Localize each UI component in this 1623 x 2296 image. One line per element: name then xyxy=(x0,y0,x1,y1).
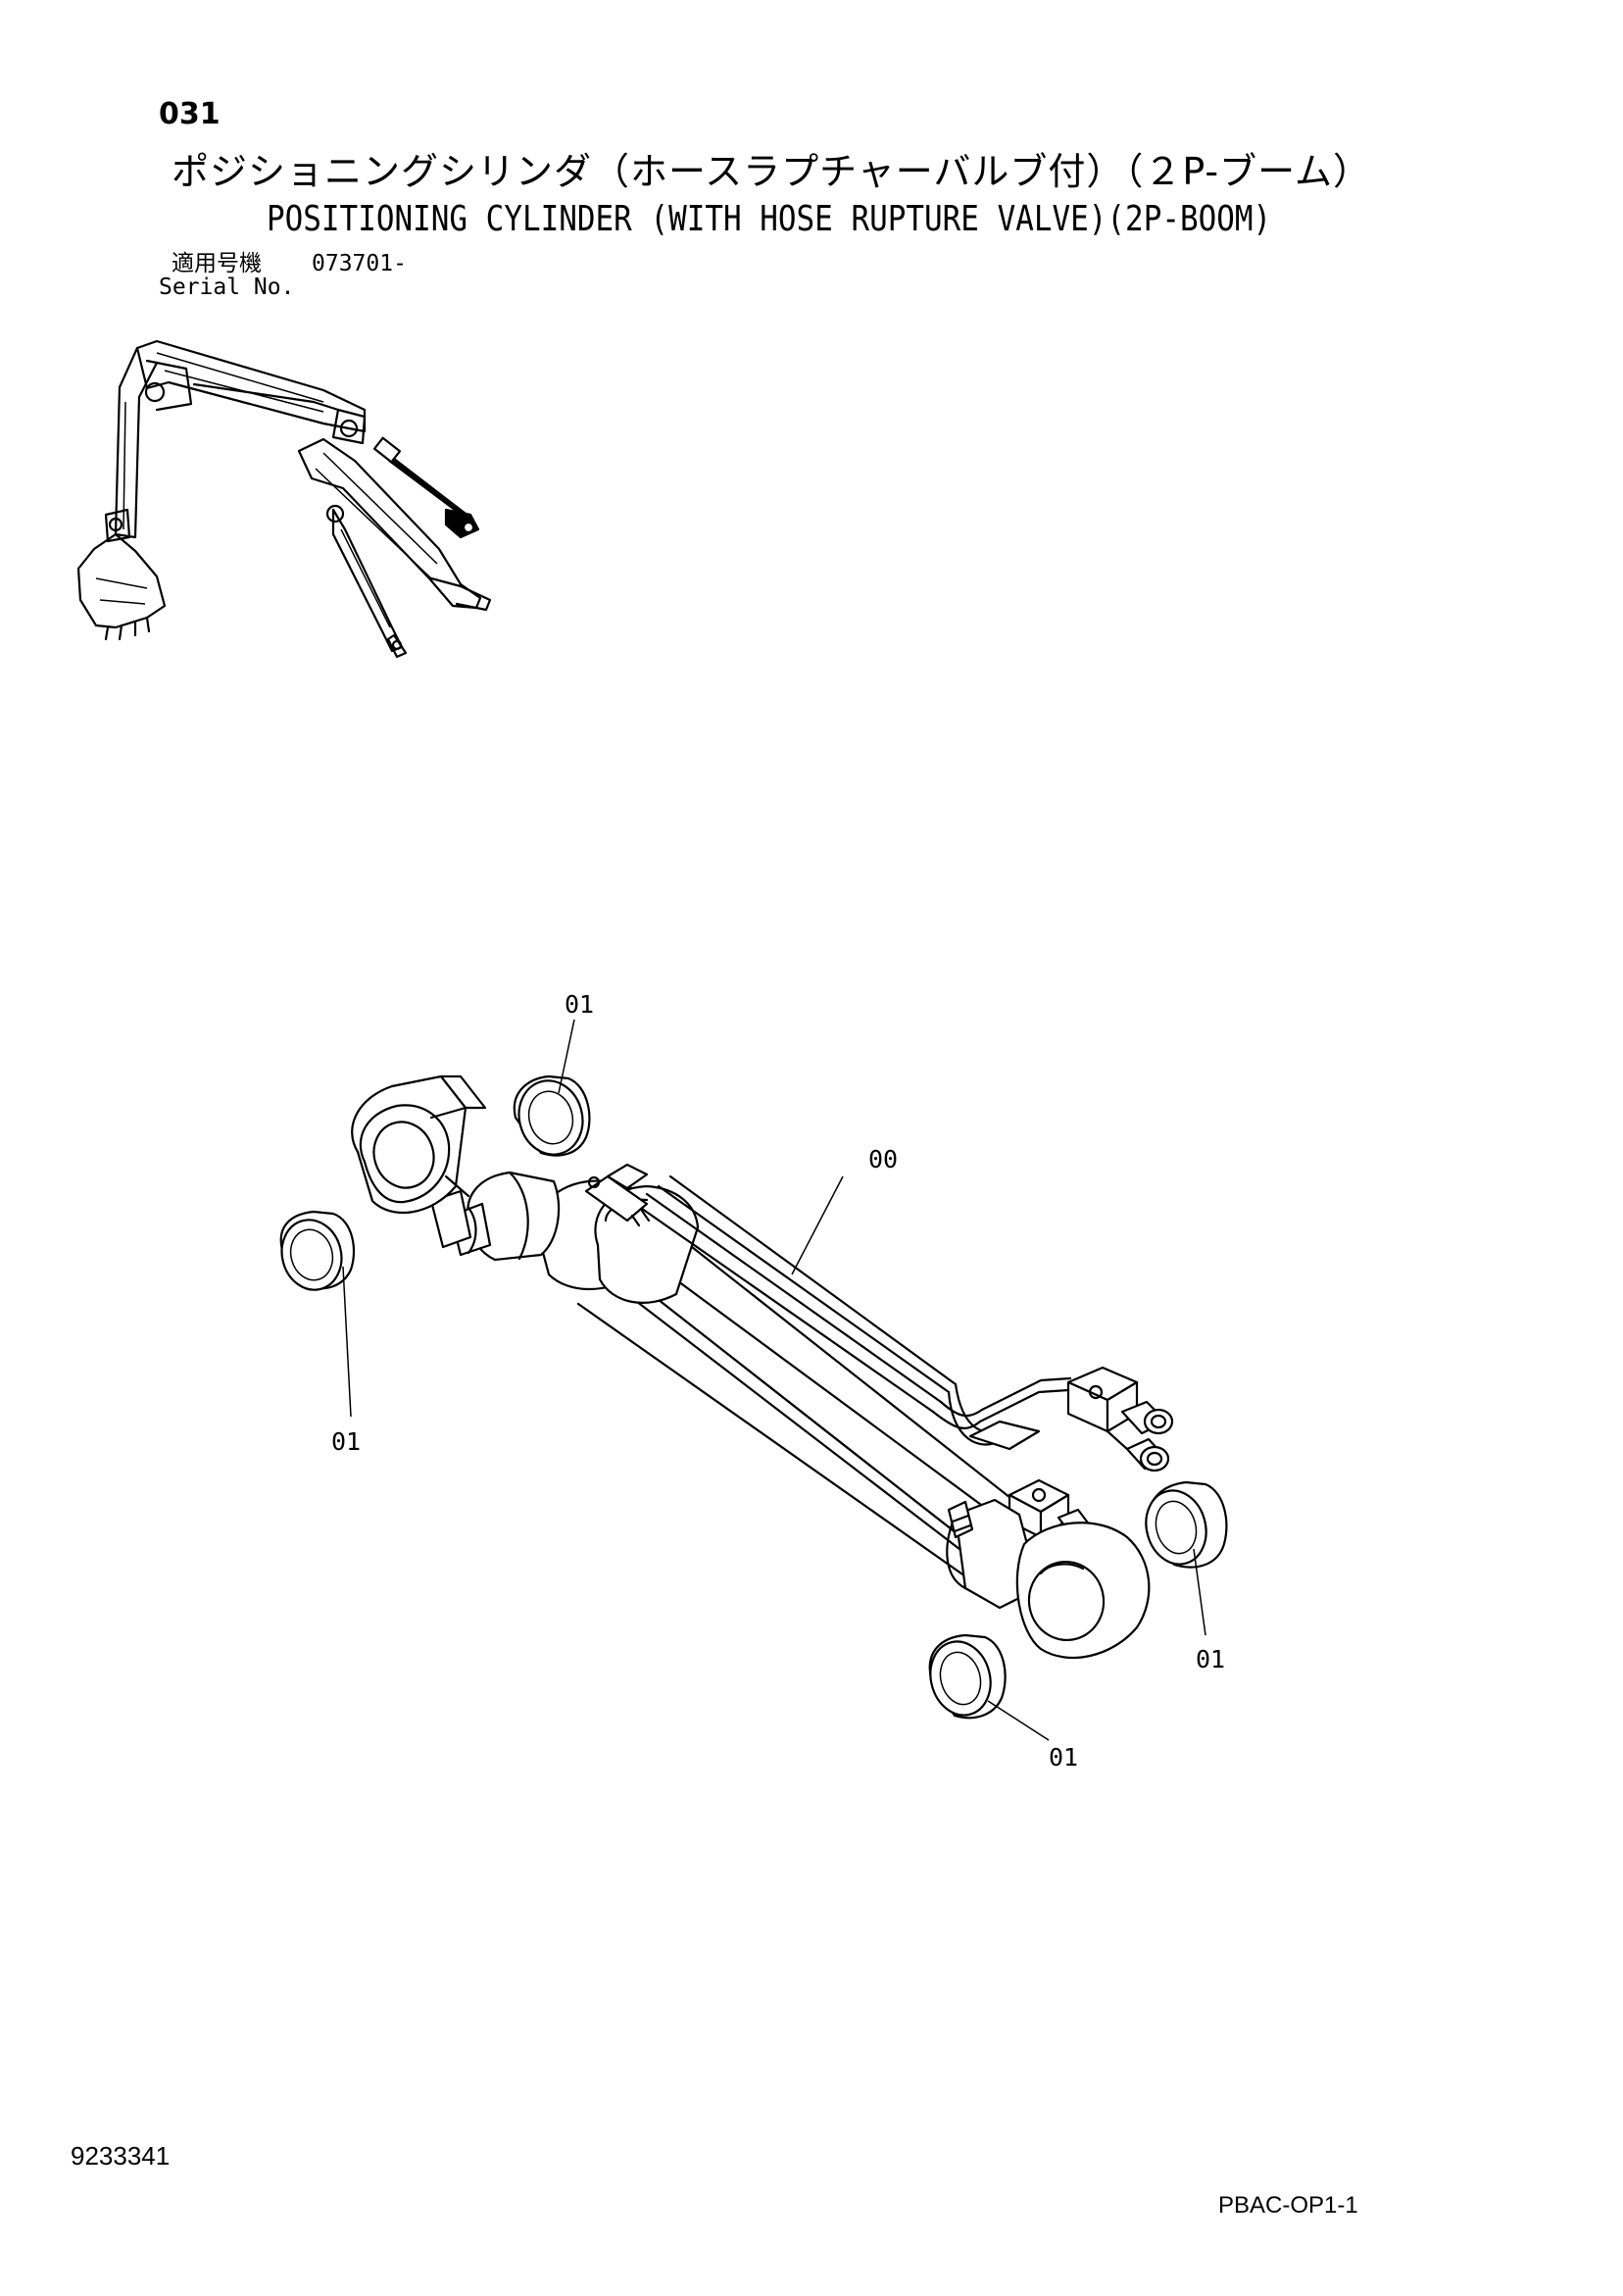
callout-bushing-bottom: 01 xyxy=(1049,1743,1079,1772)
serial-number-value: 073701- xyxy=(312,251,407,276)
serial-label-english: Serial No. xyxy=(159,275,295,300)
callout-cylinder-assembly: 00 xyxy=(868,1145,899,1173)
positioning-cylinder xyxy=(279,1074,1228,1720)
callout-bushing-right: 01 xyxy=(1196,1645,1226,1673)
serial-label-japanese: 適用号機 xyxy=(172,251,262,276)
excavator-thumbnail xyxy=(76,339,492,659)
document-number: 9233341 xyxy=(71,2141,171,2171)
leader-lines xyxy=(342,1019,1206,1741)
callout-bushing-left: 01 xyxy=(331,1427,362,1456)
callout-bushing-top: 01 xyxy=(565,990,595,1019)
title-english: POSITIONING CYLINDER (WITH HOSE RUPTURE … xyxy=(267,199,1272,239)
catalog-code: PBAC-OP1-1 xyxy=(1218,2192,1358,2219)
title-japanese: ポジショニングシリンダ（ホースラプチャーバルブ付）（２P-ブーム） xyxy=(172,150,1371,193)
page-number: 031 xyxy=(159,97,221,131)
